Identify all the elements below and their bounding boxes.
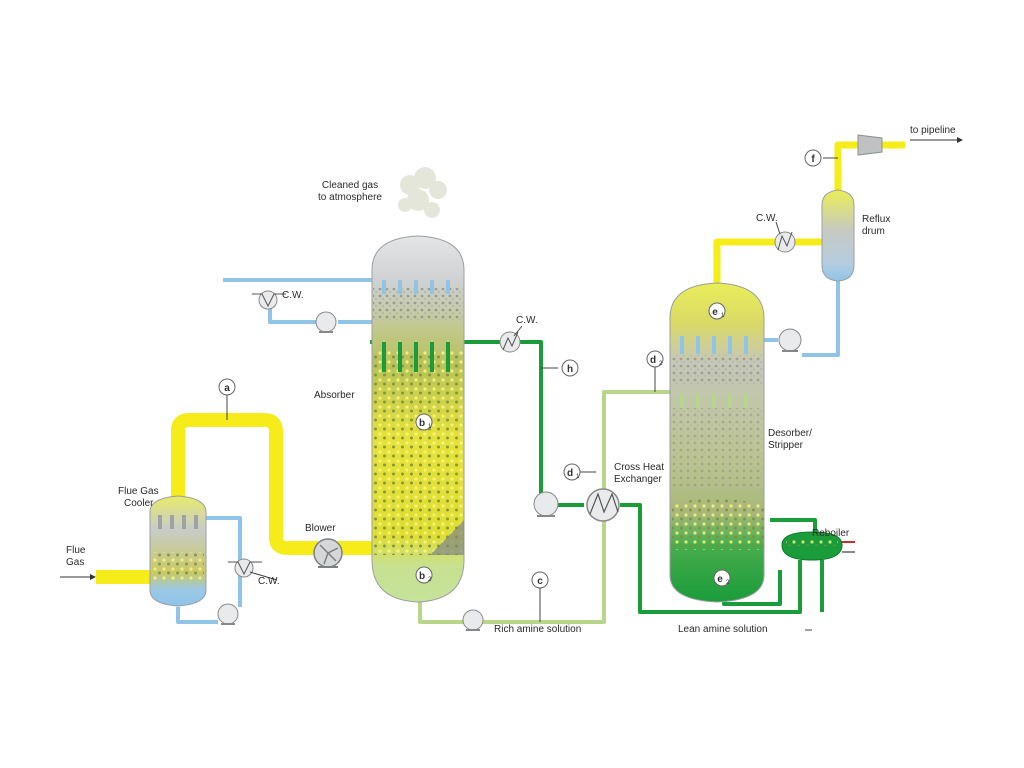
heat-exchanger-icon [252,290,286,310]
svg-text:h: h [567,364,573,375]
svg-text:b: b [419,418,425,429]
absorber-label: Absorber [314,390,355,401]
flue-gas-cooler-label-line1: Flue Gas [118,486,159,497]
svg-text:2: 2 [659,361,663,367]
point-marker-c: c [531,571,549,589]
blower-label: Blower [305,523,336,534]
to-pipeline-arrowhead [957,137,963,143]
pump-icon [533,491,559,517]
cw-reflux-label: C.W. [756,213,778,224]
cw-absorber-side-label: C.W. [516,315,538,326]
cross-heat-exchanger-label-line2: Exchanger [614,474,662,485]
flue-gas-cooler [149,495,207,607]
flue-gas-label-line1: Flue [66,545,86,556]
svg-text:e: e [712,307,718,318]
pump-icon [217,603,239,625]
svg-text:1: 1 [721,313,725,319]
svg-text:a: a [224,383,230,394]
svg-text:1: 1 [428,424,432,430]
svg-text:1: 1 [576,474,580,480]
pump-icon [462,609,484,631]
to-pipeline-label: to pipeline [910,125,956,136]
svg-text:f: f [811,154,815,165]
reflux-drum [821,189,855,282]
desorber-column [669,282,765,603]
svg-text:b: b [419,571,425,582]
heat-exchanger-icon [774,231,796,253]
cleaned-gas-cloud [398,167,447,218]
svg-text:d: d [650,355,656,366]
heat-exchanger-icon [228,558,262,578]
svg-text:c: c [537,576,543,587]
svg-text:e: e [717,574,723,585]
svg-text:2: 2 [428,577,432,583]
cw-flue-cooler-label: C.W. [258,576,280,587]
point-marker-h: h [561,359,579,377]
point-marker-a: a [218,378,236,396]
reflux-drum-label-line2: drum [862,226,885,237]
cw-absorber-top-label: C.W. [282,290,304,301]
heat-exchanger-icon [499,331,521,353]
leader-lines [226,157,838,631]
svg-text:2: 2 [726,580,730,586]
lean-amine-label: Lean amine solution [678,624,768,635]
desorber-label-line2: Stripper [768,440,804,451]
reflux-drum-label-line1: Reflux [862,214,890,225]
flue-gas-label-line2: Gas [66,557,84,568]
flue-gas-cooler-label-line2: Cooler [124,498,154,509]
reboiler [781,531,855,561]
cross-heat-exchanger-icon [586,488,620,522]
pump-icon [315,311,337,333]
desorber-label-line1: Desorber/ [768,428,812,439]
reboiler-label: Reboiler [812,528,850,539]
compressor-icon [857,134,883,156]
svg-text:d: d [567,468,573,479]
point-marker-f: f [804,149,822,167]
to-atmosphere-label: to atmosphere [318,192,382,203]
pump-icon [778,328,802,352]
flue-gas-arrowhead [90,574,96,580]
cleaned-gas-label: Cleaned gas [322,180,378,191]
rich-amine-label: Rich amine solution [494,624,581,635]
blower-icon [313,538,343,568]
cross-heat-exchanger-label-line1: Cross Heat [614,462,664,473]
